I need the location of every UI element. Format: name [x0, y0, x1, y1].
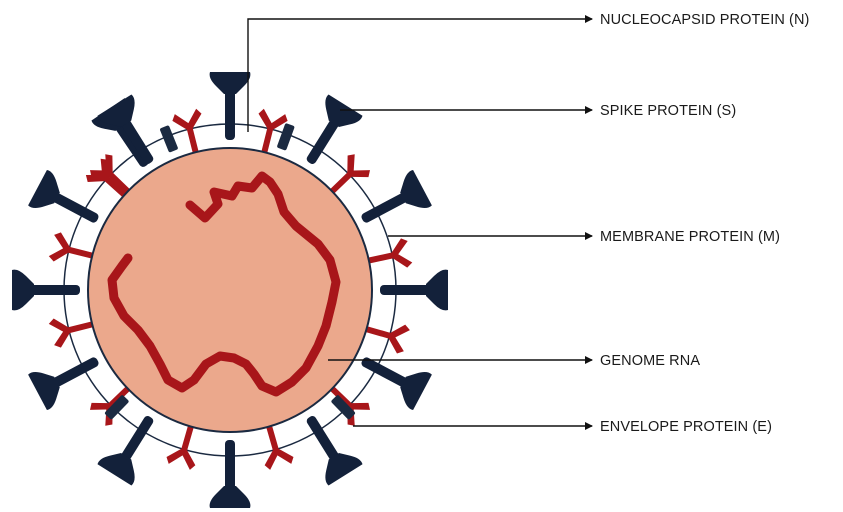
label-membrane-protein: MEMBRANE PROTEIN (M)	[600, 229, 780, 245]
label-nucleocapsid-protein: NUCLEOCAPSID PROTEIN (N)	[600, 12, 809, 28]
label-envelope-protein: ENVELOPE PROTEIN (E)	[600, 419, 772, 435]
label-genome-rna: GENOME RNA	[600, 353, 700, 369]
label-spike-protein: SPIKE PROTEIN (S)	[600, 103, 736, 119]
leader-line-nucleocapsid	[248, 19, 592, 132]
